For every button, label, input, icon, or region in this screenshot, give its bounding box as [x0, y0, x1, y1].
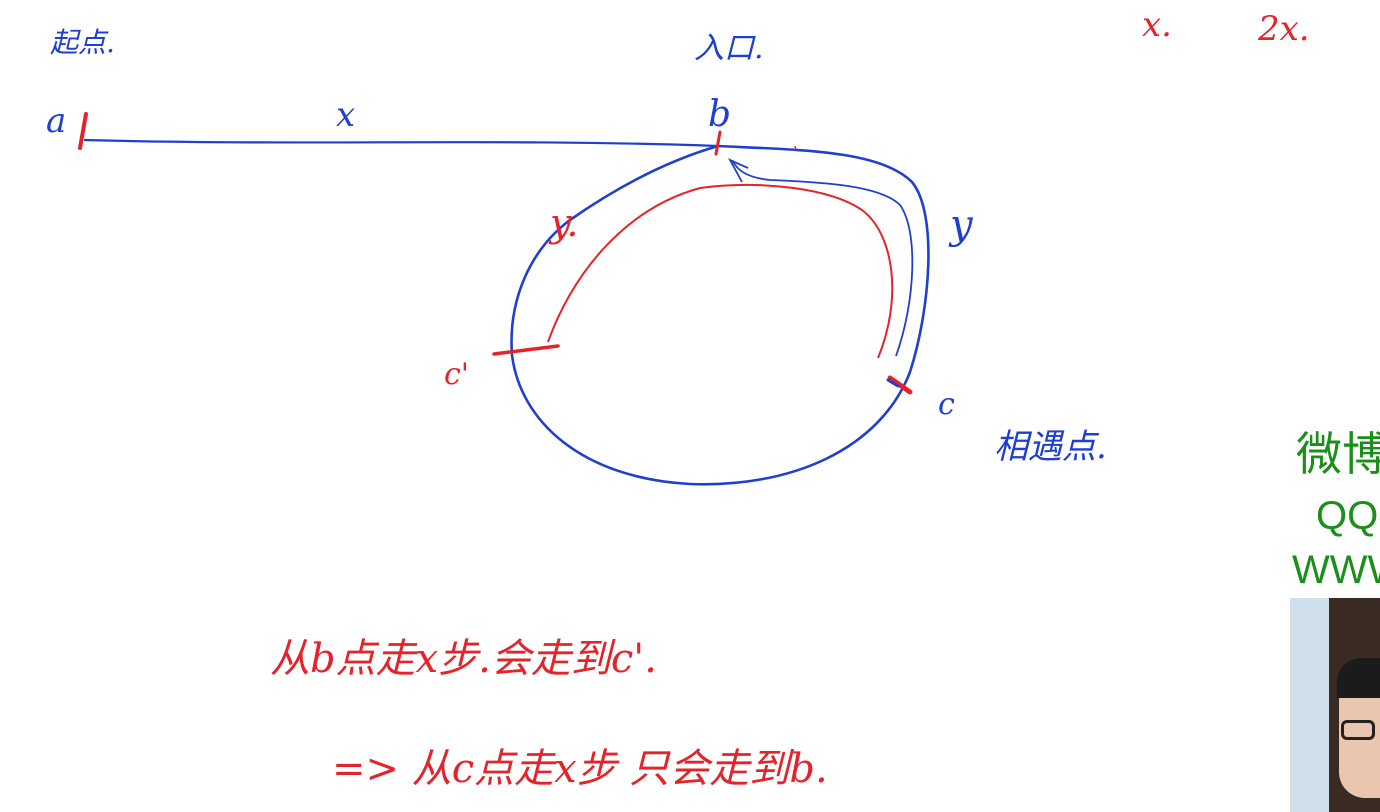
- person-hair: [1337, 658, 1380, 698]
- tick-mark-c-prime: [492, 344, 560, 356]
- label-entrance: 入口.: [694, 31, 764, 66]
- label-loop-y-left: y.: [548, 201, 579, 245]
- tick-mark-c-blue: [886, 378, 900, 388]
- arrow-head-near-b: [727, 158, 749, 183]
- note-line-2: => 从c点走x步 只会走到b.: [332, 746, 828, 792]
- tick-mark-c: [887, 375, 913, 395]
- label-point-c: c: [938, 387, 955, 422]
- loop-circle: [510, 144, 930, 486]
- tick-mark-b: [714, 130, 722, 156]
- return-path-c-to-b: [731, 159, 914, 357]
- label-point-a: a: [46, 101, 66, 141]
- tick-mark-a: [78, 112, 88, 150]
- glasses-icon: [1341, 720, 1375, 740]
- overlay-qq-text: QQ: [1316, 494, 1379, 538]
- streamer-overlay: 微博 QQ WWW: [1290, 412, 1380, 812]
- label-meeting-point: 相遇点.: [994, 427, 1107, 467]
- label-corner-x: x.: [1142, 5, 1172, 45]
- label-point-c-prime: c': [444, 357, 469, 392]
- label-corner-2x: 2x.: [1257, 9, 1310, 49]
- overlay-weibo-text: 微博: [1296, 428, 1380, 480]
- label-loop-y-right: y: [948, 202, 974, 248]
- label-start-point: 起点.: [50, 26, 115, 59]
- path-line-a-to-b: [83, 138, 719, 148]
- webcam-video: [1290, 598, 1380, 812]
- note-line-1: 从b点走x步.会走到c'.: [270, 636, 657, 682]
- label-segment-x: x: [336, 95, 355, 135]
- red-arc-c-prime-to-c: [547, 184, 894, 359]
- tiny-mark: [794, 145, 797, 151]
- overlay-www-text: WWW: [1292, 548, 1380, 592]
- label-point-b: b: [708, 94, 731, 135]
